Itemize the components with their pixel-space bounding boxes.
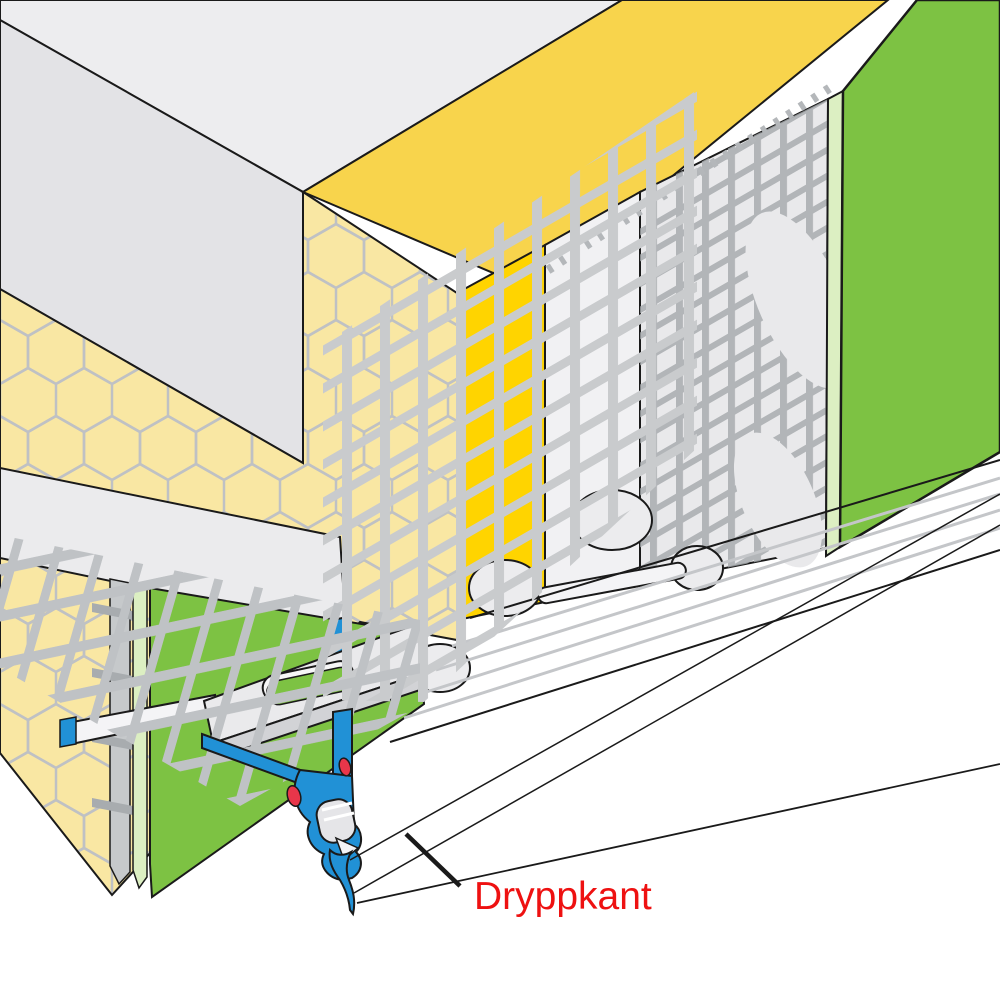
leader-line (404, 832, 462, 888)
label-dryppkant: Dryppkant (474, 875, 652, 918)
drip-fin (328, 847, 356, 917)
profile-insert-groove-1 (321, 801, 353, 812)
drip-edge-lines (349, 493, 1000, 904)
fixing-marker-2 (338, 757, 352, 777)
render-panel (838, 0, 1000, 550)
profile-bottom-edges (389, 459, 1000, 743)
fixing-marker-1 (286, 784, 302, 808)
drip-edge-profile (201, 707, 362, 917)
soffit-mesh (0, 535, 420, 806)
reinforcement-mesh (323, 90, 697, 702)
profile-insert-groove-2 (323, 811, 355, 822)
mesh-serration (545, 80, 839, 274)
profile-end-tab (59, 716, 77, 748)
